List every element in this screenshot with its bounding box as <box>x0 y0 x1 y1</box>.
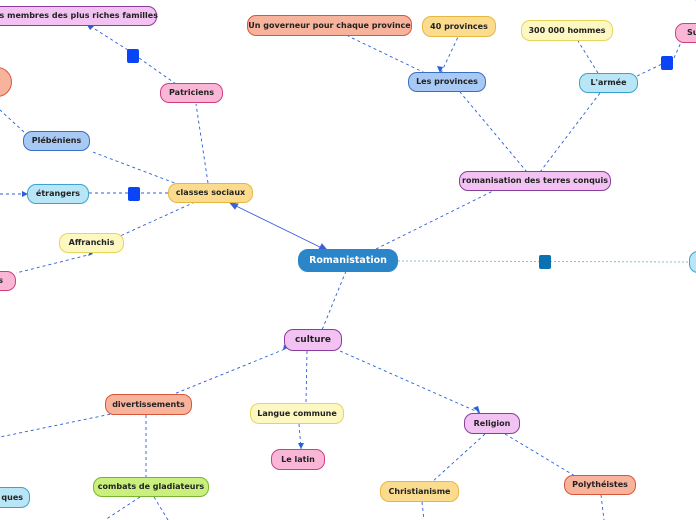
arrowhead-langue-latin <box>298 443 304 449</box>
node-christianisme-label: Christianisme <box>388 486 451 496</box>
edge-classes-affranchis <box>117 201 196 238</box>
node-hommes[interactable]: 300 000 hommes <box>521 20 613 41</box>
edge-romanisation-provinces <box>459 91 528 173</box>
node-su-label: Su <box>687 28 696 37</box>
edge-glad-down-left <box>104 496 141 520</box>
connector-square-armee[interactable] <box>661 56 673 70</box>
edge-div-left <box>0 412 117 438</box>
node-membres[interactable]: Les membres des plus riches familles <box>0 6 158 26</box>
edge-provinces-40 <box>440 36 459 74</box>
root-node[interactable]: Romanistation <box>298 249 398 272</box>
node-gouverneur-label: Un governeur pour chaque province <box>248 20 411 30</box>
node-provinces-label: Les provinces <box>416 77 478 86</box>
edge-classes-patriciens <box>195 103 209 184</box>
node-etrangers-label: étrangers <box>35 189 81 198</box>
node-romanisation-label: romanisation des terres conquis <box>462 176 608 185</box>
edge-culture-divertissements <box>173 346 291 395</box>
edge-religion-polytheistes <box>504 433 576 477</box>
edge-provinces-gouverneur <box>347 35 426 74</box>
node-polytheistes-label: Polythéistes <box>572 480 628 489</box>
edge-glad-down-right <box>153 496 169 520</box>
arrowhead-classes <box>228 202 239 210</box>
node-religion-label: Religion <box>473 418 511 428</box>
edge-romanisation-armee <box>539 92 601 173</box>
node-romanisation[interactable]: romanisation des terres conquis <box>459 171 611 191</box>
node-affranchis-label: Affranchis <box>68 238 115 247</box>
node-langue[interactable]: Langue commune <box>250 403 344 424</box>
node-armee-label: L'armée <box>590 78 627 87</box>
edge-culture-religion <box>339 350 481 414</box>
node-culture[interactable]: culture <box>284 329 342 351</box>
node-classes-label: classes sociaux <box>175 188 246 197</box>
node-divertissements[interactable]: divertissements <box>105 394 192 415</box>
node-affranchis[interactable]: Affranchis <box>59 233 124 253</box>
node-plebeiens-label: Plébéniens <box>31 136 82 145</box>
edge-poly-down <box>600 494 605 520</box>
node-patriciens-label: Patriciens <box>169 88 214 97</box>
node-langue-label: Langue commune <box>257 408 337 418</box>
connector-square-membres[interactable] <box>127 49 139 63</box>
edge-armee-hommes <box>577 40 599 74</box>
node-s-partial[interactable]: s <box>0 271 16 291</box>
edge-root-culture <box>321 270 347 331</box>
node-patriciens[interactable]: Patriciens <box>160 83 223 103</box>
edge-affranchis-s <box>15 253 93 274</box>
node-classes[interactable]: classes sociaux <box>168 183 253 203</box>
node-left-bottom-partial[interactable]: ques <box>0 487 30 508</box>
arrowhead-provinces <box>437 66 443 73</box>
connector-square-etrangers[interactable] <box>128 187 140 201</box>
node-culture-label: culture <box>294 334 332 345</box>
edge-classes-plebeiens <box>89 150 181 186</box>
edge-religion-christianisme <box>431 433 486 483</box>
arrowhead-religion <box>473 406 480 413</box>
node-christianisme[interactable]: Christianisme <box>380 481 459 502</box>
node-provinces40-label: 40 provinces <box>430 21 488 31</box>
node-left-bottom-partial-label: ques <box>1 492 23 502</box>
arrowhead-membres <box>87 25 94 30</box>
edge-culture-langue <box>305 350 308 404</box>
node-provinces40[interactable]: 40 provinces <box>422 16 496 37</box>
node-latin-label: Le latin <box>281 454 315 464</box>
root-label: Romanistation <box>309 254 387 266</box>
edge-armee-sq <box>636 63 663 77</box>
node-provinces[interactable]: Les provinces <box>408 72 486 92</box>
node-gladiateurs-label: combats de gladiateurs <box>97 482 205 491</box>
node-membres-label: Les membres des plus riches familles <box>0 11 158 20</box>
node-hommes-label: 300 000 hommes <box>528 25 606 35</box>
node-divertissements-label: divertissements <box>112 399 185 409</box>
arrowhead-affranchis <box>88 251 93 256</box>
node-gladiateurs[interactable]: combats de gladiateurs <box>93 477 209 497</box>
node-armee[interactable]: L'armée <box>579 73 638 93</box>
node-plebeiens[interactable]: Plébéniens <box>23 131 90 151</box>
node-religion[interactable]: Religion <box>464 413 520 434</box>
edge-root-classes <box>231 203 327 251</box>
edge-patriciens-sq <box>138 57 177 85</box>
node-polytheistes[interactable]: Polythéistes <box>564 475 636 495</box>
connector-square-root-right[interactable] <box>539 255 551 269</box>
edge-root-romanisation <box>375 189 496 250</box>
edge-plebeiens-left <box>0 109 25 133</box>
node-right-partial[interactable] <box>689 251 696 273</box>
node-gouverneur[interactable]: Un governeur pour chaque province <box>247 15 412 36</box>
node-latin[interactable]: Le latin <box>271 449 325 470</box>
node-su[interactable]: Su <box>675 23 696 43</box>
node-s-partial-label: s <box>0 276 3 285</box>
arrowhead-etrangers <box>22 191 28 197</box>
edge-christ-down <box>421 501 425 520</box>
edge-root-right <box>397 260 691 263</box>
node-etrangers[interactable]: étrangers <box>27 184 89 204</box>
edge-sq-membres <box>89 25 129 51</box>
